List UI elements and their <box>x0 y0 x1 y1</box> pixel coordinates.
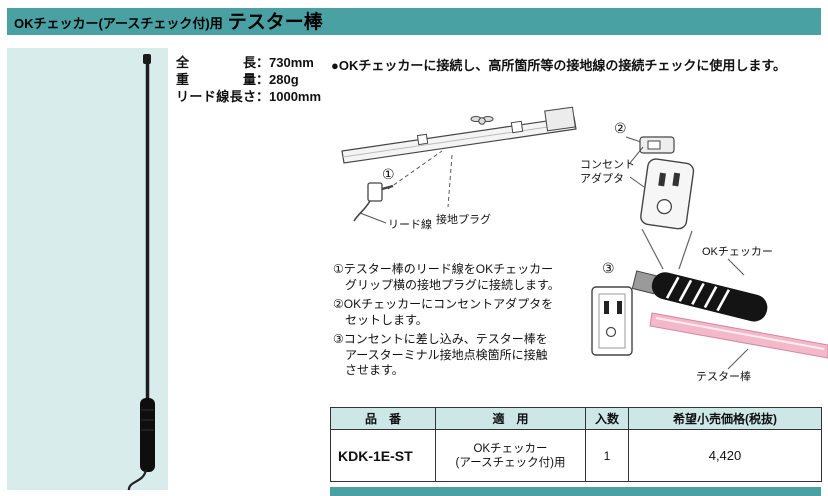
tester-rod-photo <box>115 54 155 496</box>
rod-handle <box>140 398 155 472</box>
spec-label: リード線長さ <box>176 89 256 104</box>
bottom-accent-bar <box>330 487 821 496</box>
ok-checker-label: OKチェッカー <box>702 245 773 258</box>
col-header-price: 希望小売価格(税抜) <box>628 407 822 430</box>
spec-value: ：730mm <box>256 55 314 70</box>
ground-plug-drawing <box>353 182 394 222</box>
page-header-bar: OKチェッカー(アースチェック付)用 テスター棒 <box>7 8 821 35</box>
ok-checker-body-drawing <box>341 106 577 164</box>
application-cell: OKチェッカー (アースチェック付)用 <box>435 429 586 482</box>
spec-list: 全長：730mm 重量：280g リード線長さ：1000mm <box>176 54 321 105</box>
part-number-cell: KDK-1E-ST <box>330 429 436 482</box>
table-header-row: 品 番 適 用 入数 希望小売価格(税抜) <box>330 407 822 430</box>
wall-outlet-drawing <box>591 286 633 356</box>
outlet-adapter-label-line2: アダプタ <box>580 171 624 185</box>
spec-row-weight: 重量：280g <box>176 71 321 88</box>
product-description: ●OKチェッカーに接続し、高所箇所等の接地線の接続チェックに使用します。 <box>331 58 787 73</box>
spec-label: 重量 <box>176 72 256 87</box>
page-title: テスター棒 <box>227 12 323 33</box>
col-header-quantity: 入数 <box>585 407 629 430</box>
spec-row-lead-length: リード線長さ：1000mm <box>176 88 321 105</box>
connection-diagram: ① リード線 接地プラグ ② コンセント アダプタ ③ <box>341 106 828 383</box>
spec-row-length: 全長：730mm <box>176 54 321 71</box>
adapter-clip-drawing <box>639 136 675 154</box>
table-row: KDK-1E-ST OKチェッカー (アースチェック付)用 1 4,420 <box>330 429 822 482</box>
spec-value: ：280g <box>256 72 299 87</box>
ground-plug-label: 接地プラグ <box>436 212 491 226</box>
ok-checker-grip-drawing <box>631 270 768 322</box>
quantity-cell: 1 <box>585 429 629 482</box>
instruction-step-2: ②OKチェッカーにコンセントアダプタを セットします。 <box>333 297 554 327</box>
instruction-step-1: ①テスター棒のリード線をOKチェッカー グリップ横の接地プラグに接続します。 <box>333 262 560 292</box>
col-header-application: 適 用 <box>435 407 586 430</box>
price-cell: 4,420 <box>628 429 822 482</box>
header-prefix: OKチェッカー(アースチェック付)用 <box>14 16 223 31</box>
spec-value: ：1000mm <box>256 89 322 104</box>
rod-tip <box>143 54 151 64</box>
lead-wire-coil <box>127 469 148 496</box>
spec-label: 全長 <box>176 55 256 70</box>
price-table: 品 番 適 用 入数 希望小売価格(税抜) KDK-1E-ST OKチェッカー … <box>330 407 822 482</box>
outlet-adapter-label-line1: コンセント <box>580 158 635 171</box>
instruction-steps: ①テスター棒のリード線をOKチェッカー グリップ横の接地プラグに接続します。 ②… <box>333 262 588 383</box>
step2-number: ② <box>614 120 627 136</box>
product-photo-panel <box>7 48 168 496</box>
tester-rod-drawing <box>649 312 828 359</box>
outlet-adapter-drawing <box>640 158 695 230</box>
instruction-step-3: ③コンセントに差し込み、テスター棒を アースターミナル接地点検箇所に接触 させま… <box>333 332 548 377</box>
wing-nut-icon <box>470 116 494 125</box>
tester-rod-label: テスター棒 <box>696 369 751 383</box>
step3-number: ③ <box>602 260 615 276</box>
step1-number: ① <box>382 166 395 182</box>
col-header-part-number: 品 番 <box>330 407 436 430</box>
lead-wire-label: リード線 <box>388 217 432 231</box>
